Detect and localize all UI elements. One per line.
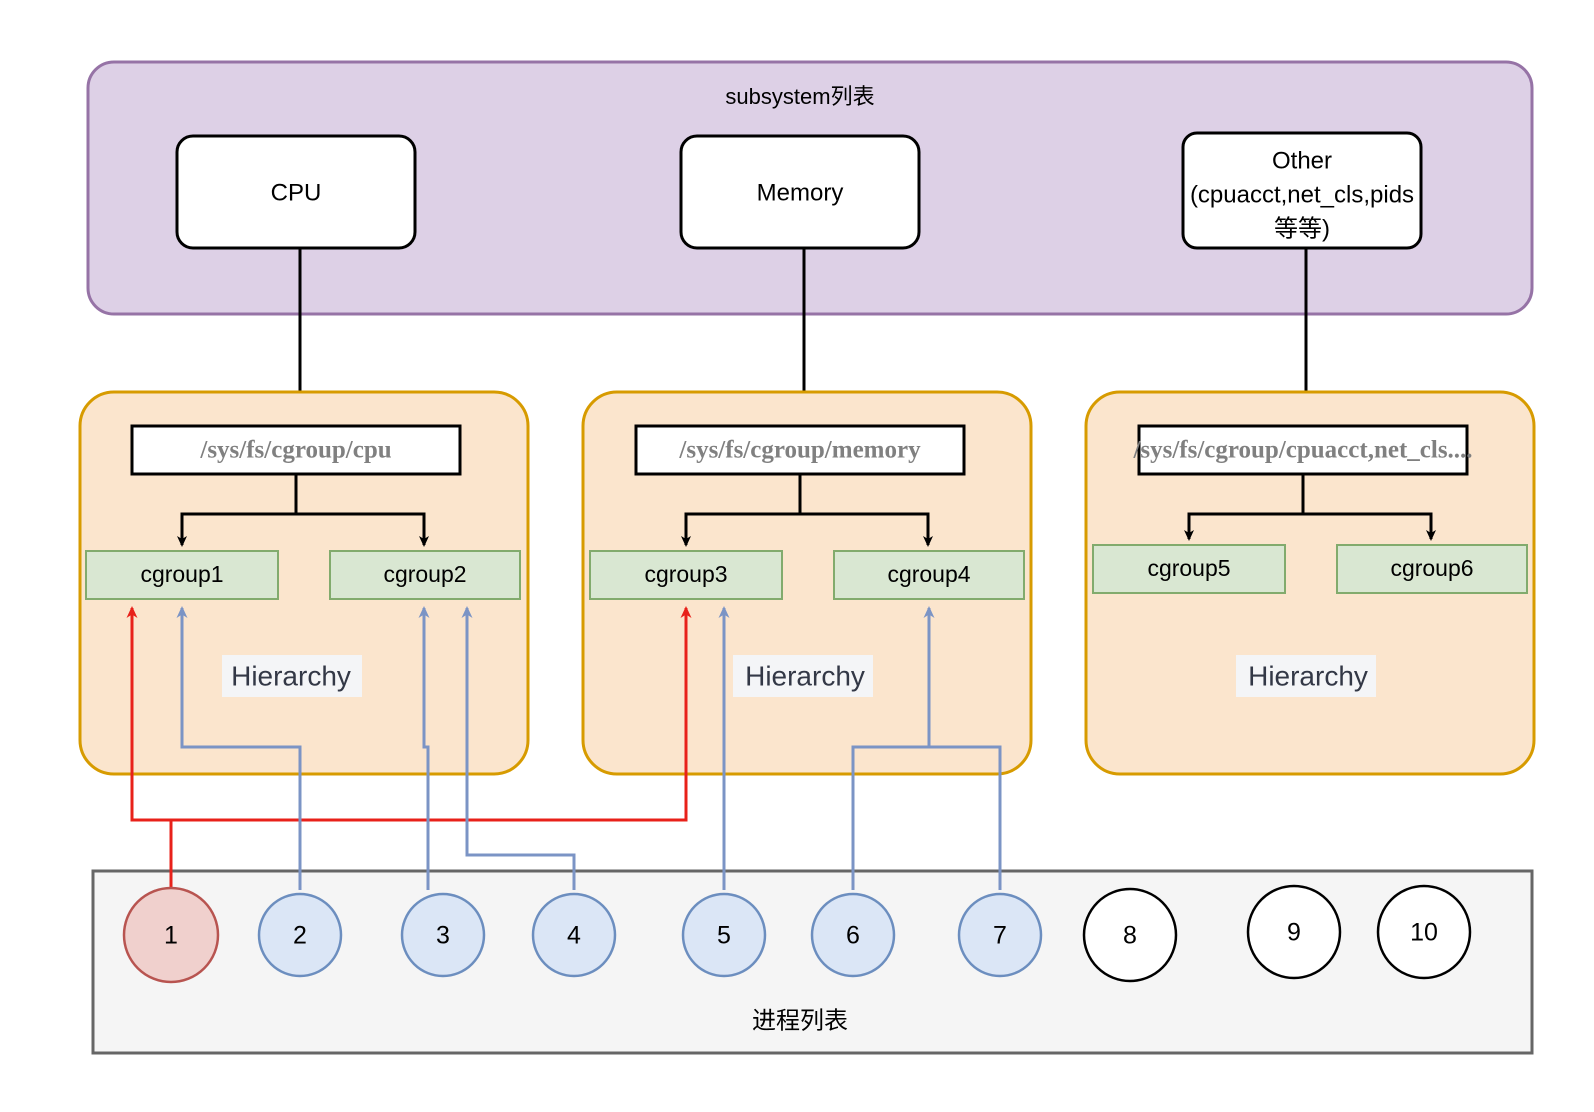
hierarchy-label-cpu: Hierarchy (231, 660, 351, 691)
process-circle-2[interactable] (257, 892, 343, 978)
process-node-7[interactable]: 7 (957, 892, 1043, 978)
process-node-2[interactable]: 2 (257, 892, 343, 978)
process-label-2: 2 (293, 922, 307, 950)
hierarchy-panel-other: /sys/fs/cgroup/cpuacct,net_cls.... cgrou… (1084, 390, 1536, 776)
hierarchy-label-bg-other (1236, 655, 1376, 697)
connector-cpu-path-to-cgroup2 (294, 474, 429, 547)
membership-link-p2-cgroup1 (176, 606, 302, 890)
subsystem-box-other-label-line1: Other (1272, 147, 1332, 174)
cgroup-label-cgroup1: cgroup1 (140, 561, 223, 587)
cgroup-box-cgroup2[interactable] (329, 550, 521, 600)
process-circle-8[interactable] (1082, 887, 1178, 983)
process-circle-7[interactable] (957, 892, 1043, 978)
process-label-10: 10 (1410, 919, 1438, 947)
process-list-title: 进程列表 (752, 1007, 848, 1034)
process-node-5[interactable]: 5 (681, 892, 767, 978)
hierarchy-path-box-cpu[interactable] (130, 424, 462, 476)
process-circle-9[interactable] (1246, 884, 1342, 980)
process-label-8: 8 (1123, 922, 1137, 950)
subsystem-box-memory-label: Memory (757, 179, 844, 206)
cgroup-box-cgroup1[interactable] (85, 550, 279, 600)
process-node-8[interactable]: 8 (1082, 887, 1178, 983)
hierarchy-label-other: Hierarchy (1248, 660, 1368, 691)
subsystem-box-memory[interactable]: Memory (679, 134, 921, 250)
hierarchy-panel-other-background (1084, 390, 1536, 776)
process-label-1: 1 (164, 922, 178, 950)
cgroup-box-cgroup6[interactable] (1336, 544, 1528, 594)
hierarchy-label-bg-memory (733, 655, 873, 697)
membership-link-p3-cgroup2 (418, 606, 430, 890)
membership-link-p6-cgroup4 (851, 606, 935, 890)
subsystem-box-memory-shape[interactable] (679, 134, 921, 250)
hierarchy-panel-memory-background (581, 390, 1033, 776)
process-node-10[interactable]: 10 (1376, 884, 1472, 980)
hierarchy-path-box-memory[interactable] (634, 424, 966, 476)
subsystem-box-cpu[interactable]: CPU (175, 134, 417, 250)
cgroup-label-cgroup4: cgroup4 (887, 561, 970, 587)
cgroup-box-cgroup3[interactable] (589, 550, 783, 600)
subsystem-box-cpu-shape[interactable] (175, 134, 417, 250)
process-circle-1[interactable] (122, 886, 220, 984)
process-node-4[interactable]: 4 (531, 892, 617, 978)
subsystem-panel-title: subsystem列表 (725, 84, 874, 109)
cgroup-label-cgroup3: cgroup3 (644, 561, 727, 587)
process-circle-5[interactable] (681, 892, 767, 978)
subsystem-box-other-shape[interactable] (1181, 131, 1423, 250)
process-node-3[interactable]: 3 (400, 892, 486, 978)
subsystem-box-other-label-line3: 等等) (1274, 215, 1330, 242)
process-circle-3[interactable] (400, 892, 486, 978)
process-label-9: 9 (1287, 919, 1301, 947)
process-circle-10[interactable] (1376, 884, 1472, 980)
process-node-9[interactable]: 9 (1246, 884, 1342, 980)
process-node-1[interactable]: 1 (122, 886, 220, 984)
process-label-3: 3 (436, 922, 450, 950)
connector-other-path-to-cgroup6 (1301, 474, 1436, 541)
membership-link-p1-cgroup3 (171, 606, 692, 822)
cgroup-box-cgroup5[interactable] (1092, 544, 1286, 594)
hierarchy-panel-memory: /sys/fs/cgroup/memory cgroup3 cgroup4 Hi… (581, 390, 1033, 776)
cgroup-label-cgroup5: cgroup5 (1147, 555, 1230, 581)
membership-link-p1-cgroup1 (126, 606, 173, 890)
process-circle-6[interactable] (810, 892, 896, 978)
process-label-5: 5 (717, 922, 731, 950)
hierarchy-path-label-cpu: /sys/fs/cgroup/cpu (199, 437, 391, 464)
membership-link-p7-cgroup4 (929, 745, 1002, 890)
subsystem-box-other-label-line2: (cpuacct,net_cls,pids (1190, 181, 1414, 208)
cgroup-box-cgroup4[interactable] (833, 550, 1025, 600)
process-node-6[interactable]: 6 (810, 892, 896, 978)
hierarchy-path-box-other[interactable] (1137, 424, 1469, 476)
cgroup-label-cgroup2: cgroup2 (383, 561, 466, 587)
hierarchy-label-bg-cpu (222, 655, 362, 697)
process-label-7: 7 (993, 922, 1007, 950)
hierarchy-label-memory: Hierarchy (745, 660, 865, 691)
process-circle-4[interactable] (531, 892, 617, 978)
subsystem-box-cpu-label: CPU (271, 179, 322, 206)
connector-memory-path-to-cgroup4 (798, 474, 933, 547)
hierarchy-path-label-memory: /sys/fs/cgroup/memory (678, 437, 921, 464)
hierarchy-panel-cpu-background (78, 390, 530, 776)
hierarchy-path-label-other: /sys/fs/cgroup/cpuacct,net_cls.... (1132, 437, 1472, 464)
process-label-6: 6 (846, 922, 860, 950)
hierarchy-panel-cpu: /sys/fs/cgroup/cpu cgroup1 cgroup2 Hiera… (78, 390, 530, 776)
cgroup-label-cgroup6: cgroup6 (1390, 555, 1473, 581)
subsystem-box-other[interactable]: Other (cpuacct,net_cls,pids 等等) (1181, 131, 1423, 250)
membership-link-p4-cgroup2 (461, 606, 576, 890)
process-label-4: 4 (567, 922, 581, 950)
